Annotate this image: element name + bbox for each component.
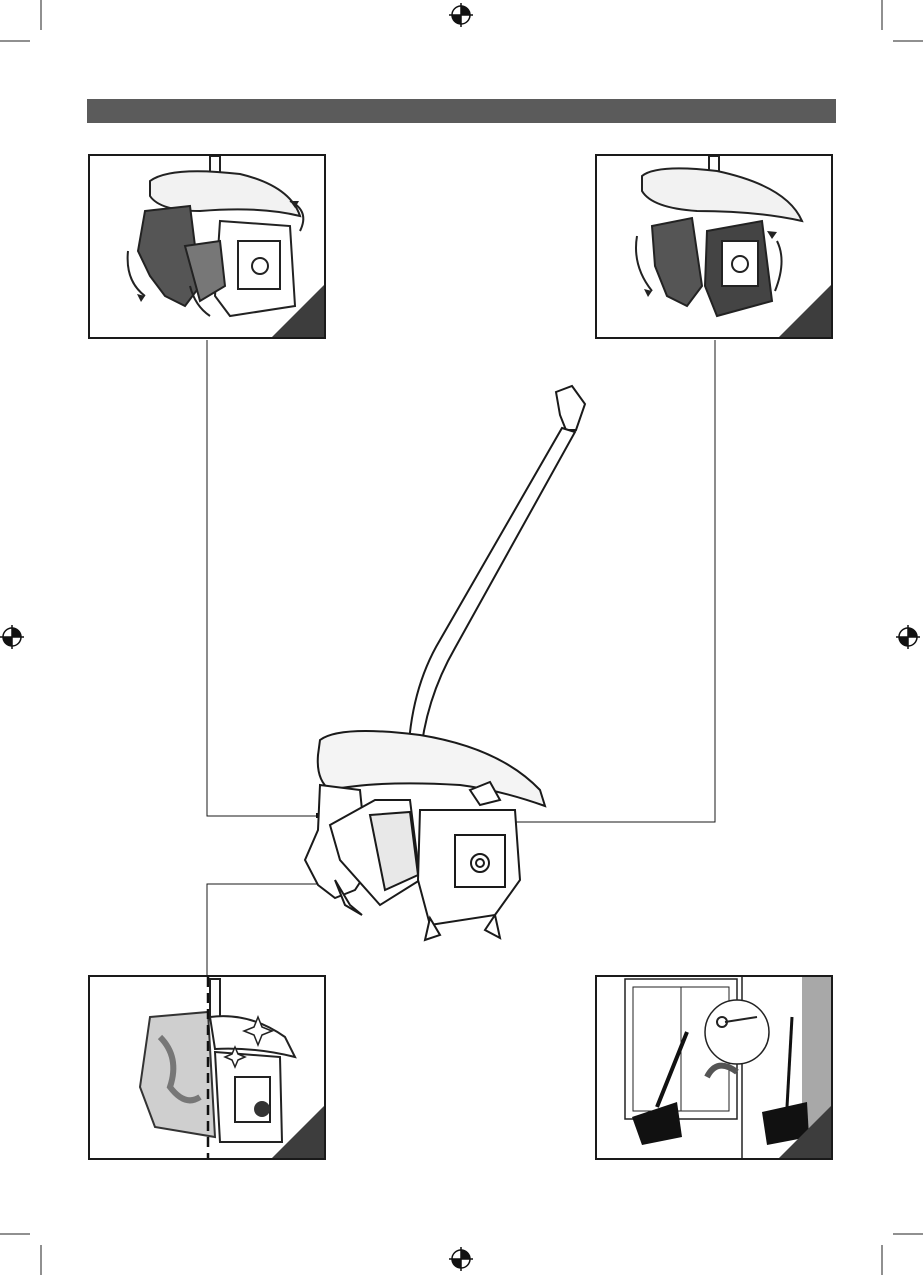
panel-storage [595,975,833,1160]
panel-corner-mark [779,1106,831,1158]
panel-cleaning [88,975,326,1160]
panel-corner-mark [272,1106,324,1158]
